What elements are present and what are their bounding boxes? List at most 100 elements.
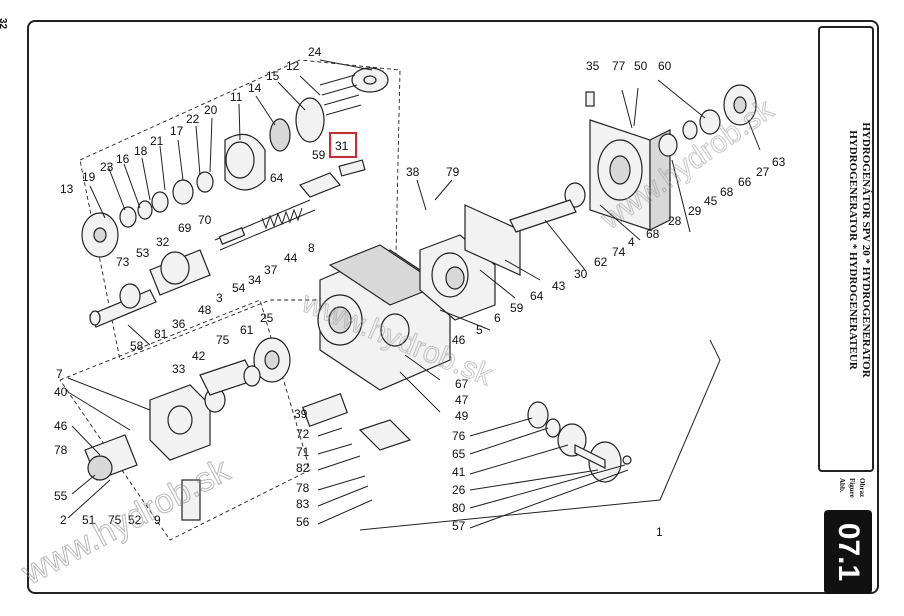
- callout-9: 9: [154, 513, 161, 527]
- callout-40: 40: [54, 385, 68, 399]
- callout-46: 46: [452, 333, 466, 347]
- callout-4: 4: [628, 235, 635, 249]
- callout-20: 20: [204, 103, 218, 117]
- callout-77: 77: [612, 59, 626, 73]
- callout-65: 65: [452, 447, 466, 461]
- callout-6: 6: [494, 311, 501, 325]
- pump-housing: [317, 204, 521, 391]
- callout-15: 15: [266, 69, 280, 83]
- callout-35: 35: [586, 59, 600, 73]
- output-shaft: [527, 401, 632, 483]
- title-block: HYDROGENÁTOR SPV 20 * HYDROGENERATOR HYD…: [832, 30, 872, 470]
- callout-27: 27: [756, 165, 770, 179]
- callout-68b: 68: [646, 227, 660, 241]
- callout-80: 80: [452, 501, 466, 515]
- callout-8: 8: [308, 241, 315, 255]
- figure-number: 07.1: [832, 522, 865, 582]
- callout-30: 30: [574, 267, 588, 281]
- callout-19: 19: [82, 170, 96, 184]
- callout-47: 47: [455, 393, 469, 407]
- callout-52: 52: [128, 513, 142, 527]
- callout-61: 61: [240, 323, 254, 337]
- callout-12: 12: [286, 59, 300, 73]
- pump-rotor-assembly: [81, 67, 389, 258]
- callout-54: 54: [232, 281, 246, 295]
- callout-55: 55: [54, 489, 68, 503]
- callout-18: 18: [134, 144, 148, 158]
- callout-21: 21: [150, 134, 164, 148]
- callout-48: 48: [198, 303, 212, 317]
- group-outline-bottom: [59, 299, 311, 541]
- callout-1: 1: [656, 525, 663, 539]
- callout-60: 60: [658, 59, 672, 73]
- callout-68: 68: [720, 185, 734, 199]
- control-block: [84, 337, 412, 521]
- callout-64b: 64: [530, 289, 544, 303]
- callout-63: 63: [772, 155, 786, 169]
- callout-28: 28: [668, 214, 682, 228]
- callout-33: 33: [172, 362, 186, 376]
- spool-and-spring: [89, 159, 366, 328]
- figure-label-line-3: Abb.: [838, 478, 846, 493]
- callout-82: 82: [296, 461, 310, 475]
- callout-46b: 46: [54, 419, 68, 433]
- callout-57: 57: [452, 519, 466, 533]
- callout-74: 74: [612, 245, 626, 259]
- highlight-box: [329, 132, 357, 158]
- callout-75b: 75: [216, 333, 230, 347]
- title-panel: [818, 26, 874, 472]
- callout-29: 29: [688, 204, 702, 218]
- callout-45: 45: [704, 194, 718, 208]
- callout-34: 34: [248, 273, 262, 287]
- callout-56: 56: [296, 515, 310, 529]
- callout-38: 38: [406, 165, 420, 179]
- callout-73: 73: [116, 255, 130, 269]
- callout-43: 43: [552, 279, 566, 293]
- callout-76: 76: [452, 429, 466, 443]
- callout-3: 3: [216, 291, 223, 305]
- drive-housing: [509, 84, 757, 233]
- figure-number-box: 07.1: [824, 510, 872, 594]
- callout-2: 2: [60, 513, 67, 527]
- callout-5: 5: [476, 323, 483, 337]
- callout-72: 72: [296, 427, 310, 441]
- callout-64: 64: [270, 171, 284, 185]
- callout-71: 71: [296, 445, 310, 459]
- figure-label-line-1: Obraz: [858, 478, 866, 498]
- callout-7: 7: [56, 367, 63, 381]
- callout-labels: 24 12 15 14 11 20 22 17 21 18 16 23 19 1…: [54, 45, 786, 539]
- callout-58: 58: [130, 339, 144, 353]
- callout-31: 31: [335, 139, 349, 153]
- callout-22: 22: [186, 112, 200, 126]
- figure-label-line-2: Figure: [848, 478, 856, 498]
- callout-37: 37: [264, 263, 278, 277]
- callout-66: 66: [738, 175, 752, 189]
- callout-67: 67: [455, 377, 469, 391]
- leader-lines: [67, 59, 761, 529]
- callout-26: 26: [452, 483, 466, 497]
- title-line-1: HYDROGENÁTOR SPV 20 * HYDROGENERATOR: [860, 122, 872, 378]
- callout-36: 36: [172, 317, 186, 331]
- callout-41: 41: [452, 465, 466, 479]
- callout-13: 13: [60, 182, 74, 196]
- callout-59b: 59: [510, 301, 524, 315]
- callout-50: 50: [634, 59, 648, 73]
- callout-79: 79: [446, 165, 460, 179]
- callout-42: 42: [192, 349, 206, 363]
- callout-69: 69: [178, 221, 192, 235]
- callout-78b: 78: [296, 481, 310, 495]
- callout-70: 70: [198, 213, 212, 227]
- callout-75: 75: [108, 513, 122, 527]
- callout-39: 39: [294, 407, 308, 421]
- figure-label: Obraz Figure Abb.: [826, 478, 870, 502]
- bracket-line: [359, 339, 721, 531]
- title-line-2: HYDROGENERATOR * HYDROGENERATEUR: [847, 130, 859, 370]
- callout-83: 83: [296, 497, 310, 511]
- callout-62: 62: [594, 255, 608, 269]
- callout-14: 14: [248, 81, 262, 95]
- callout-53: 53: [136, 246, 150, 260]
- callout-17: 17: [170, 124, 184, 138]
- callout-59: 59: [312, 148, 326, 162]
- callout-23: 23: [100, 160, 114, 174]
